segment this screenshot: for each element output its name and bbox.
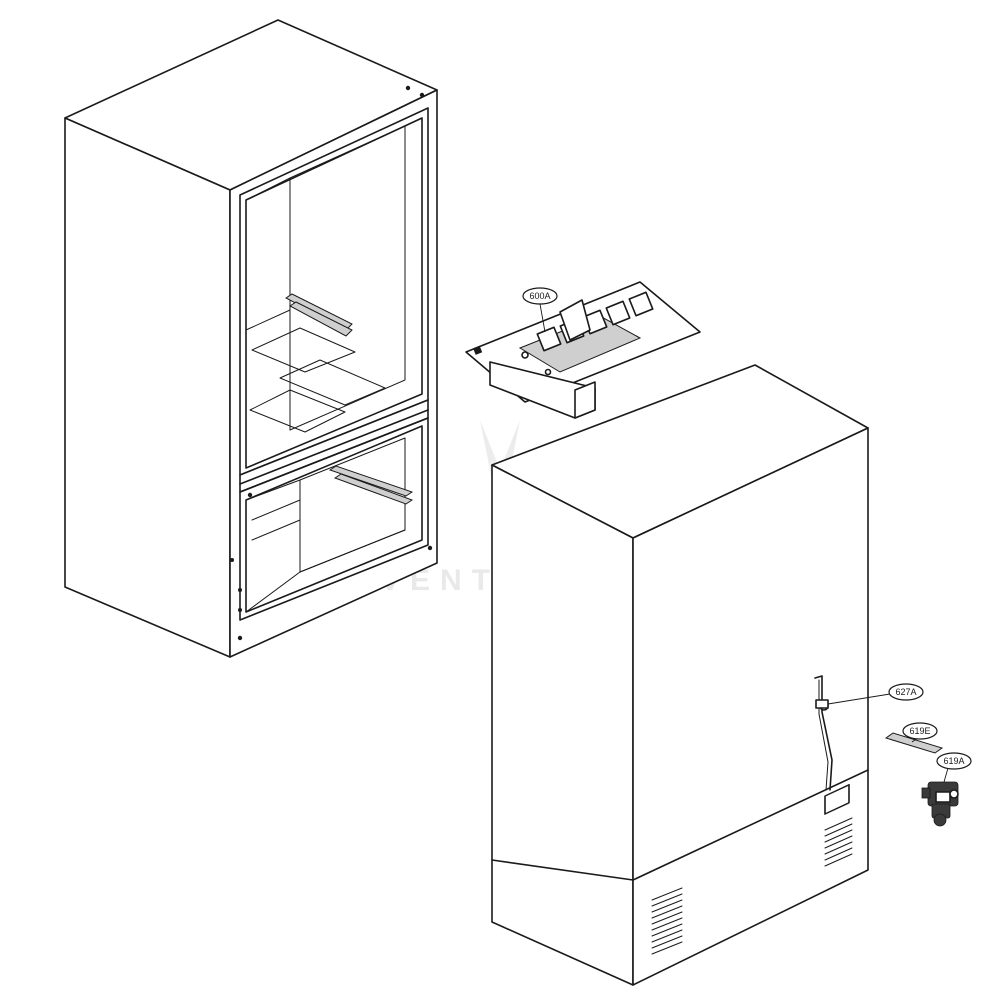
water-valve bbox=[921, 781, 959, 827]
refrigerator-cabinet bbox=[64, 19, 438, 658]
callout-label-619E: 619E bbox=[909, 726, 930, 736]
callout-600A: 600A bbox=[522, 287, 558, 333]
water-tube bbox=[814, 675, 833, 791]
callout-619A: 619A bbox=[936, 752, 972, 783]
callout-label-600A: 600A bbox=[529, 291, 550, 301]
ice-maker-assembly bbox=[465, 281, 701, 419]
filter-strip bbox=[884, 732, 944, 754]
callout-label-619A: 619A bbox=[943, 756, 964, 766]
callout-label-627A: 627A bbox=[895, 687, 916, 697]
refrigerator-rear-body bbox=[491, 364, 869, 986]
callout-619E: 619E bbox=[902, 722, 938, 743]
callout-627A: 627A bbox=[827, 683, 924, 705]
vent-grille-right bbox=[824, 783, 853, 867]
vent-grille-left bbox=[651, 887, 683, 955]
